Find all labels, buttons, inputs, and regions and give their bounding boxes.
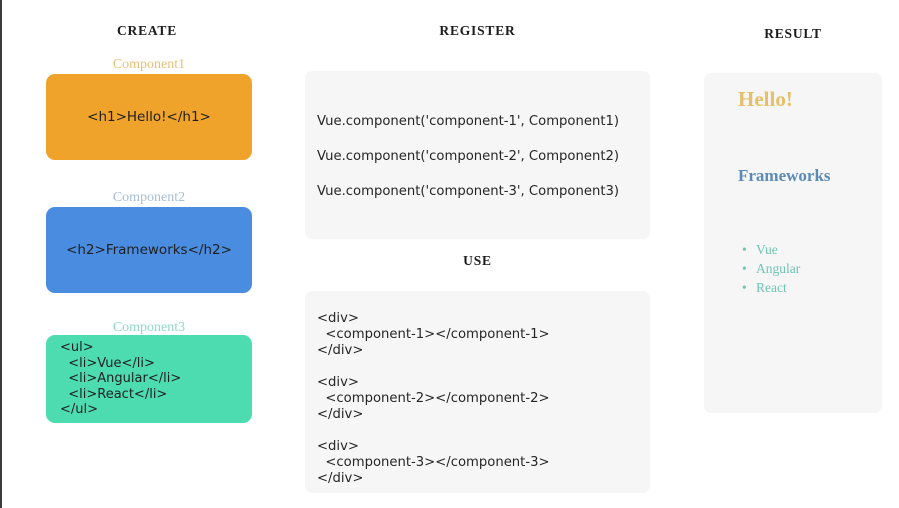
result-framework-list: Vue Angular React: [738, 240, 800, 297]
column-heading-result: RESULT: [764, 26, 822, 41]
register-line: Vue.component('component-2', Component2): [317, 149, 620, 164]
component2-label: Component2: [112, 190, 186, 205]
result-heading-frameworks: Frameworks: [738, 166, 831, 185]
component3-code-box: <ul> <li>Vue</li> <li>Angular</li> <li>R…: [46, 335, 252, 423]
register-line: Vue.component('component-1', Component1): [317, 114, 620, 129]
component3-label: Component3: [112, 320, 186, 335]
component2-code-box: <h2>Frameworks</h2>: [46, 207, 252, 293]
use-panel: <div> <component-1></component-1> </div>…: [305, 291, 650, 493]
component3-code-text: <ul> <li>Vue</li> <li>Angular</li> <li>R…: [60, 340, 182, 418]
component1-label: Component1: [112, 57, 186, 72]
register-line: Vue.component('component-3', Component3): [317, 184, 620, 199]
column-heading-create: CREATE: [116, 23, 178, 38]
use-code-block: <div> <component-1></component-1> </div>: [317, 311, 550, 358]
result-panel: Hello! Frameworks Vue Angular React: [704, 73, 882, 413]
result-list-item: Vue: [742, 240, 800, 259]
result-list-item: React: [742, 278, 800, 297]
use-code-block: <div> <component-2></component-2> </div>: [317, 375, 550, 422]
column-heading-use: USE: [463, 253, 492, 268]
result-list-item: Angular: [742, 259, 800, 278]
component1-code-text: <h1>Hello!</h1>: [87, 109, 211, 125]
component1-code-box: <h1>Hello!</h1>: [46, 74, 252, 160]
use-code-block: <div> <component-3></component-3> </div>: [317, 439, 550, 486]
component2-code-text: <h2>Frameworks</h2>: [66, 242, 232, 258]
register-panel: Vue.component('component-1', Component1)…: [305, 71, 650, 239]
column-heading-register: REGISTER: [439, 23, 516, 38]
result-heading-hello: Hello!: [738, 87, 793, 111]
